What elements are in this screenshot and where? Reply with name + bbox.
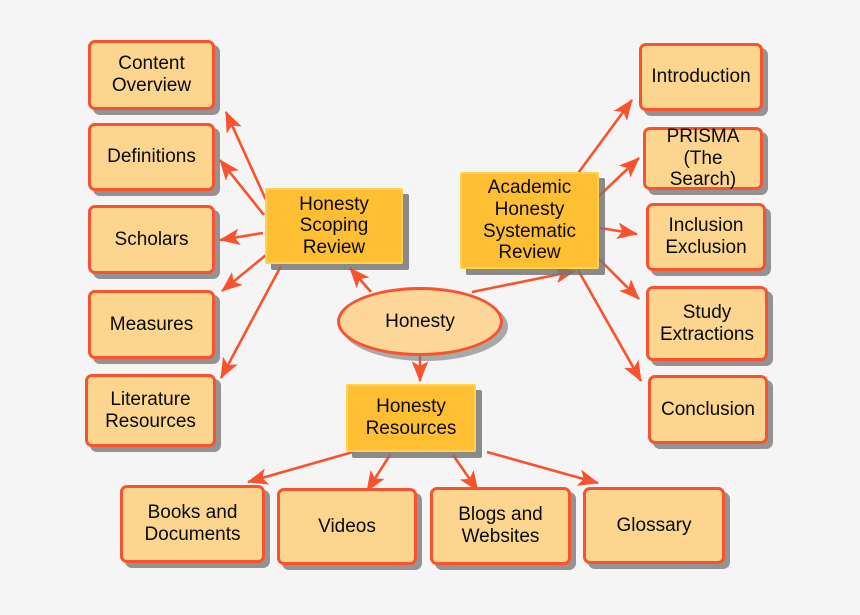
node-honesty-root-label: Honesty — [385, 310, 455, 332]
node-literature-resources-label: Literature Resources — [105, 388, 196, 432]
node-prisma[interactable]: PRISMA (The Search) — [643, 126, 763, 191]
edge-scoping-content-overview — [224, 111, 268, 201]
node-literature-resources[interactable]: Literature Resources — [85, 374, 216, 447]
edge-systematic-prisma — [598, 157, 640, 197]
node-honesty-scoping-review[interactable]: Honesty Scoping Review — [265, 188, 403, 264]
edge-systematic-inclusion-exclusion — [599, 222, 639, 240]
node-videos[interactable]: Videos — [277, 488, 417, 565]
node-inclusion-exclusion-label: Inclusion Exclusion — [665, 215, 747, 258]
node-books-and-documents-label: Books and Documents — [144, 502, 241, 545]
node-definitions-label: Definitions — [107, 146, 196, 168]
edge-scoping-literature-resources — [219, 265, 283, 379]
node-conclusion[interactable]: Conclusion — [648, 375, 768, 444]
edge-root-systematic — [471, 266, 577, 294]
node-scholars-label: Scholars — [114, 228, 189, 250]
node-blogs-and-websites-label: Blogs and Websites — [458, 504, 543, 547]
node-honesty-resources-label: Honesty Resources — [365, 396, 457, 439]
edge-scoping-measures — [221, 253, 267, 293]
node-videos-label: Videos — [318, 515, 376, 537]
edge-systematic-introduction — [574, 99, 634, 177]
edge-resources-glossary — [486, 450, 600, 486]
node-honesty-resources[interactable]: Honesty Resources — [346, 384, 476, 452]
node-content-overview-label: Content Overview — [111, 53, 192, 96]
node-prisma-label: PRISMA (The Search) — [666, 126, 740, 191]
edge-root-scoping — [349, 267, 372, 293]
node-academic-honesty-systematic-review[interactable]: Academic Honesty Systematic Review — [460, 172, 599, 269]
node-measures-label: Measures — [109, 313, 194, 335]
edge-scoping-scholars — [218, 228, 264, 246]
node-content-overview[interactable]: Content Overview — [88, 40, 215, 110]
node-conclusion-label: Conclusion — [661, 398, 755, 420]
node-inclusion-exclusion[interactable]: Inclusion Exclusion — [646, 203, 766, 271]
node-glossary-label: Glossary — [616, 514, 692, 536]
node-study-extractions-label: Study Extractions — [660, 301, 754, 345]
edge-resources-videos — [365, 454, 392, 492]
node-measures[interactable]: Measures — [88, 290, 215, 359]
node-introduction[interactable]: Introduction — [639, 43, 763, 111]
node-glossary[interactable]: Glossary — [583, 487, 725, 564]
node-definitions[interactable]: Definitions — [88, 123, 215, 191]
node-books-and-documents[interactable]: Books and Documents — [120, 485, 265, 563]
node-scholars[interactable]: Scholars — [88, 205, 215, 274]
edge-resources-blogs-and-websites — [451, 454, 480, 492]
edge-systematic-conclusion — [576, 269, 643, 382]
node-blogs-and-websites[interactable]: Blogs and Websites — [430, 487, 571, 565]
edge-scoping-definitions — [218, 159, 266, 216]
node-honesty-root[interactable]: Honesty — [337, 287, 503, 356]
node-academic-honesty-systematic-review-label: Academic Honesty Systematic Review — [483, 177, 576, 264]
edge-systematic-study-extractions — [597, 257, 640, 300]
node-honesty-scoping-review-label: Honesty Scoping Review — [299, 193, 369, 258]
node-study-extractions[interactable]: Study Extractions — [646, 286, 768, 361]
edge-resources-books-and-documents — [247, 450, 354, 485]
node-introduction-label: Introduction — [651, 66, 751, 88]
